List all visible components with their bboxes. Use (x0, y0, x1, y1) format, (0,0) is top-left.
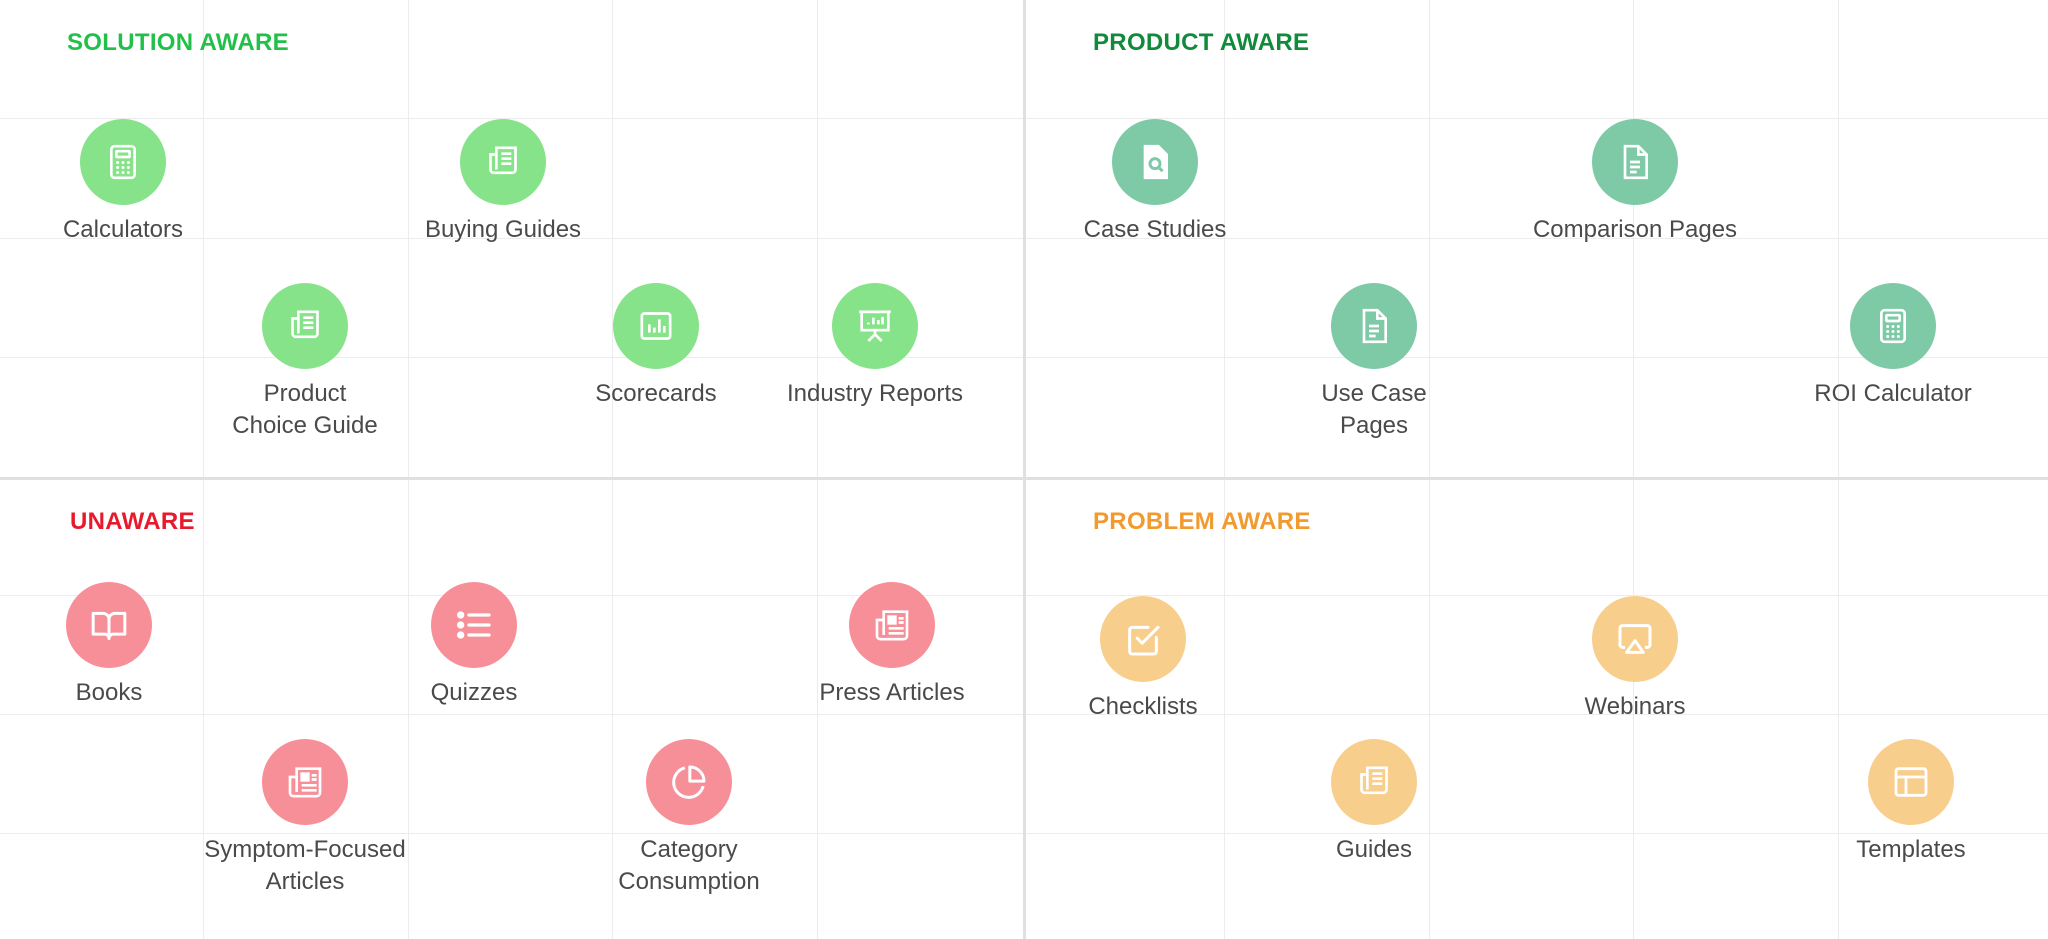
node-label: ROI Calculator (1814, 380, 1972, 407)
node-label: Templates (1856, 836, 1966, 863)
node-label: Pages (1339, 412, 1409, 439)
node-label: Books (75, 679, 143, 706)
grid-line (1429, 0, 1430, 939)
unaware-title: UNAWARE (70, 508, 195, 535)
grid-line (408, 0, 409, 939)
article-icon (262, 739, 348, 825)
article-icon (849, 582, 935, 668)
file-search-icon (1112, 119, 1198, 205)
quadrant-divider-horizontal (0, 477, 2048, 480)
pie-chart-icon (646, 739, 732, 825)
grid-line (203, 0, 204, 939)
list-icon (431, 582, 517, 668)
node-label: Buying Guides (424, 216, 582, 243)
node-label: Choice Guide (232, 412, 378, 439)
node-label: Case Studies (1083, 216, 1227, 243)
checkbox-icon (1100, 596, 1186, 682)
document-icon (1331, 283, 1417, 369)
solution-aware-title: SOLUTION AWARE (67, 29, 289, 56)
calculator-icon (80, 119, 166, 205)
node-label: Industry Reports (786, 380, 964, 407)
node-label: Checklists (1088, 693, 1198, 720)
presentation-icon (832, 283, 918, 369)
node-label: Category (640, 836, 738, 863)
problem-aware-title: PROBLEM AWARE (1093, 508, 1311, 535)
node-label: Calculators (62, 216, 184, 243)
document-icon (1592, 119, 1678, 205)
calculator-icon (1850, 283, 1936, 369)
newspaper-icon (1331, 739, 1417, 825)
layout-icon (1868, 739, 1954, 825)
bar-chart-icon (613, 283, 699, 369)
grid-line (1633, 0, 1634, 939)
node-label: Webinars (1584, 693, 1686, 720)
node-label: Quizzes (430, 679, 518, 706)
newspaper-icon (262, 283, 348, 369)
node-label: Consumption (618, 868, 760, 895)
grid-line (1838, 0, 1839, 939)
grid-line (817, 0, 818, 939)
node-label: Symptom-Focused (204, 836, 406, 863)
book-open-icon (66, 582, 152, 668)
grid-line (612, 0, 613, 939)
quadrant-divider-vertical (1023, 0, 1026, 939)
node-label: Scorecards (595, 380, 717, 407)
grid-line (1224, 0, 1225, 939)
node-label: Use Case (1321, 380, 1427, 407)
airplay-icon (1592, 596, 1678, 682)
product-aware-title: PRODUCT AWARE (1093, 29, 1310, 56)
newspaper-icon (460, 119, 546, 205)
node-label: Product (263, 380, 347, 407)
node-label: Comparison Pages (1532, 216, 1738, 243)
node-label: Articles (265, 868, 345, 895)
node-label: Guides (1335, 836, 1413, 863)
node-label: Press Articles (819, 679, 965, 706)
